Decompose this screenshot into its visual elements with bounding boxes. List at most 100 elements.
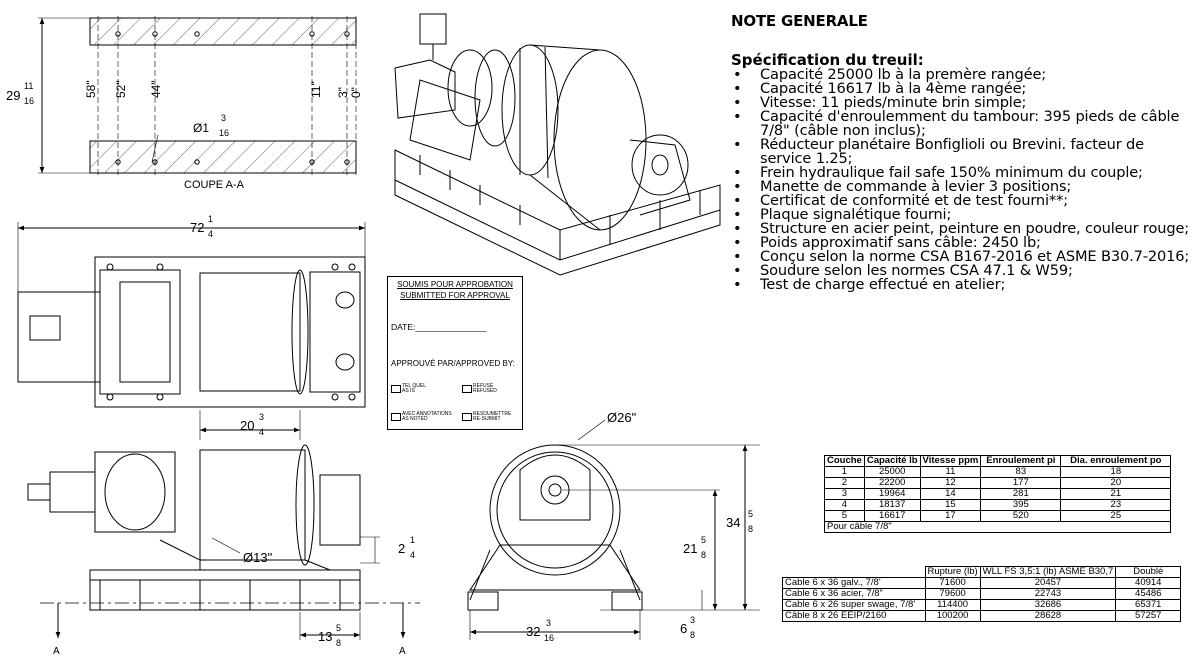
dim-13b-num: 5 [336, 623, 341, 633]
label-refuse: REFUSÉ [473, 383, 494, 389]
checkbox-as-noted [391, 413, 401, 421]
cell: Cable 6 x 26 super swage, 7/8' [782, 599, 926, 611]
dim-20-num: 3 [259, 412, 264, 422]
col-header: Enroulement pi [980, 455, 1062, 467]
cell: 5 [824, 510, 865, 522]
cell: 15 [919, 499, 982, 511]
dim-32-den: 16 [544, 633, 554, 643]
stamp-line2: SUBMITTED FOR APPROVAL [400, 291, 510, 300]
label-avec-annotations: AVEC ANNOTATIONS [402, 411, 452, 417]
cell: 18 [1060, 466, 1172, 478]
dim-26: Ø26" [607, 410, 637, 425]
coupe-label: COUPE A-A [184, 179, 245, 191]
col-header: WLL FS 3,5:1 (lb) ASME B30,7 [979, 566, 1117, 578]
dim-29-num: 11 [24, 81, 33, 91]
dim-72-num: 1 [208, 214, 213, 224]
dim-13b: 13 [318, 629, 332, 644]
dim-34: 34 [726, 515, 740, 530]
cell: 19964 [863, 488, 921, 500]
spec-item: Vitesse: 11 pieds/minute brin simple; [731, 95, 1196, 110]
spec-item: Certificat de conformité et de test four… [731, 193, 1196, 208]
spec-item: Capacité 25000 lb à la premère rangée; [731, 67, 1196, 82]
table-header-row: Couche Capacité lb Vitesse ppm Enrouleme… [824, 455, 1172, 467]
dim-34-den: 8 [748, 524, 753, 534]
col-header: Capacité lb [863, 455, 921, 467]
spec-item: Poids approximatif sans câble: 2450 lb; [731, 235, 1196, 250]
label-refused: REFUSED [473, 388, 497, 394]
cell: Câble 8 x 26 EEIP/2160 [782, 610, 926, 622]
spec-item: Capacité d'enroulemment du tambour: 395 … [731, 109, 1196, 138]
cell: 4 [824, 499, 865, 511]
dim-29: 29 [6, 88, 20, 103]
checkbox-refused [462, 385, 472, 393]
cell: 1 [824, 466, 865, 478]
cell: Cable 6 x 36 acier, 7/8" [782, 588, 926, 600]
dim-13: Ø13" [243, 550, 273, 565]
cell: 28628 [979, 610, 1117, 622]
spec-list: Capacité 25000 lb à la premère rangée; C… [731, 67, 1196, 292]
dim-34-num: 5 [748, 509, 753, 519]
cell: 22743 [979, 588, 1117, 600]
dim-21-den: 8 [701, 550, 706, 560]
label-resubmit: RE-SUBMIT [473, 416, 501, 422]
cell: 25 [1060, 510, 1172, 522]
label-as-noted: AS NOTED [402, 416, 428, 422]
col-header: Couche [824, 455, 865, 467]
cell: 18137 [863, 499, 921, 511]
dim-44: 44" [149, 80, 163, 98]
cell: 2 [824, 477, 865, 489]
col-header: Doublé [1115, 566, 1182, 578]
label-resoumettre: RESOUMETTRE [473, 411, 512, 417]
dim-32-num: 3 [546, 618, 551, 628]
cell: 40914 [1115, 577, 1182, 589]
cell: 45486 [1115, 588, 1182, 600]
cell: 21 [1060, 488, 1172, 500]
cable-table: Rupture (lb) WLL FS 3,5:1 (lb) ASME B30,… [782, 566, 1182, 622]
cell: 177 [980, 477, 1062, 489]
dim-20-den: 4 [259, 427, 264, 437]
spec-item: Test de charge effectué en atelier; [731, 277, 1196, 292]
cell: 71600 [924, 577, 981, 589]
dim-2: 2 [398, 541, 405, 556]
spec-item: Conçu selon la norme CSA B167-2016 et AS… [731, 249, 1196, 264]
dim-21: 21 [683, 541, 697, 556]
cell: 114400 [924, 599, 981, 611]
dim-52: 52" [114, 80, 128, 98]
cell: 20457 [979, 577, 1117, 589]
cell: 11 [919, 466, 982, 478]
label-as-is: AS IS [402, 388, 415, 394]
section-marker-right: A [399, 646, 406, 657]
cell: 14 [919, 488, 982, 500]
cell: 3 [824, 488, 865, 500]
stamp-approved: APPROUVÉ PAR/APPROVED BY: [391, 359, 515, 368]
cell: Cable 6 x 36 galv., 7/8' [782, 577, 926, 589]
cell: 65371 [1115, 599, 1182, 611]
cell: 25000 [863, 466, 921, 478]
label-tel-quel: TEL QUEL [402, 383, 426, 389]
dim-72-den: 4 [208, 229, 213, 239]
table-header-row: Rupture (lb) WLL FS 3,5:1 (lb) ASME B30,… [782, 566, 1182, 578]
dim-72: 72 [190, 220, 204, 235]
dim-21-num: 5 [701, 535, 706, 545]
spec-item: Frein hydraulique fail safe 150% minimum… [731, 165, 1196, 180]
dim-hole-den: 16 [219, 128, 229, 138]
cell: 32686 [979, 599, 1117, 611]
cell: 17 [919, 510, 982, 522]
checkbox-as-is [391, 385, 401, 393]
dim-hole-num: 3 [221, 113, 226, 123]
dim-0: 0" [349, 87, 363, 98]
cell: 79600 [924, 588, 981, 600]
cell: 395 [980, 499, 1062, 511]
dim-6-den: 8 [690, 630, 695, 640]
cell: 16617 [863, 510, 921, 522]
stamp-date: DATE:_______________ [391, 322, 487, 332]
spec-item: Structure en acier peint, peinture en po… [731, 221, 1196, 236]
col-header [782, 566, 926, 578]
cell: 83 [980, 466, 1062, 478]
dim-20: 20 [240, 418, 254, 433]
